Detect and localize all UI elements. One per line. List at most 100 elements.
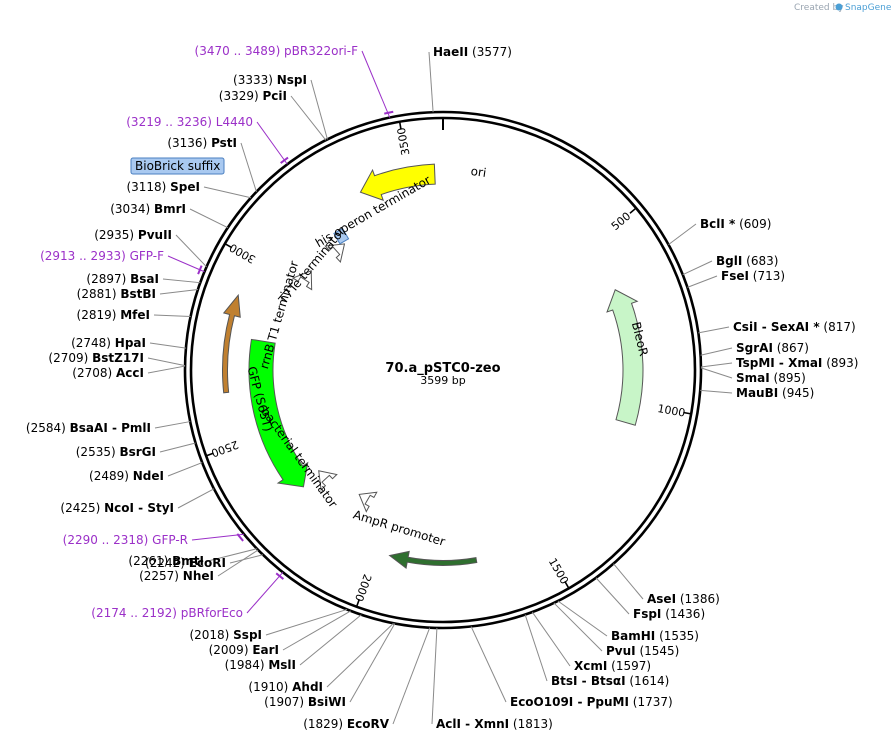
site-bsrgi[interactable]: (2535) BsrGI	[76, 445, 156, 459]
feature-ori[interactable]	[359, 163, 436, 202]
site-ndei[interactable]: (2489) NdeI	[89, 469, 164, 483]
site-leader	[154, 421, 191, 429]
feature-gfp[interactable]	[248, 338, 309, 488]
site-leader	[700, 362, 733, 368]
site-leader	[524, 614, 548, 682]
tick-mark	[564, 580, 570, 589]
primer-leader	[246, 571, 284, 614]
tick-label: 1000	[656, 402, 686, 420]
site-leader	[203, 186, 252, 199]
tick-label: 2000	[352, 572, 374, 603]
ampr-promoter-label: AmpR promoter	[352, 508, 447, 549]
site-leader	[147, 357, 186, 367]
site-leader	[159, 442, 196, 453]
site-bsaai[interactable]: (2584) BsaAI - PmlI	[26, 421, 151, 435]
site-leader	[167, 462, 203, 477]
snapgene-watermark: Created by SnapGene	[794, 3, 892, 13]
site-haeii[interactable]: HaeII (3577)	[433, 45, 512, 59]
site-ecoo109i[interactable]: EcoO109I - PpuMI (1737)	[510, 695, 673, 709]
site-leader	[290, 95, 327, 141]
site-acli[interactable]: AclI - XmnI (1813)	[436, 717, 553, 731]
site-leader	[700, 389, 733, 394]
site-pvuii[interactable]: (2935) PvuII	[94, 228, 172, 242]
site-pcii[interactable]: (3329) PciI	[219, 89, 287, 103]
site-ahdi[interactable]: (1910) AhdI	[248, 680, 323, 694]
feature-his-terminator[interactable]	[324, 243, 346, 263]
site-fsei[interactable]: FseI (713)	[721, 269, 785, 283]
primer-mark	[384, 110, 394, 115]
site-ecori[interactable]: (2242) EcoRI	[145, 556, 226, 570]
site-ecorv[interactable]: (1829) EcoRV	[303, 717, 390, 731]
site-tspmi[interactable]: TspMI - XmaI (893)	[736, 356, 858, 370]
site-leader	[349, 623, 396, 703]
site-asei[interactable]: AseI (1386)	[647, 592, 720, 606]
site-msli[interactable]: (1984) MslI	[225, 658, 296, 672]
site-sspi[interactable]: (2018) SspI	[189, 628, 262, 642]
feature-layer	[222, 163, 644, 569]
site-bstbi[interactable]: (2881) BstBI	[77, 287, 156, 301]
feature-orange-line[interactable]	[222, 293, 241, 394]
site-leader	[700, 367, 733, 379]
site-bcli[interactable]: BclI * (609)	[700, 217, 771, 231]
feature-ori-label: ori	[470, 164, 487, 180]
site-fspi[interactable]: FspI (1436)	[633, 607, 705, 621]
plasmid-length: 3599 bp	[420, 374, 465, 387]
feature-ampr-line[interactable]	[388, 550, 478, 569]
leader-layer	[147, 50, 733, 725]
site-leader	[207, 548, 258, 562]
site-psti[interactable]: (3136) PstI	[167, 136, 237, 150]
site-nspi[interactable]: (3333) NspI	[233, 73, 307, 87]
site-smai[interactable]: SmaI (895)	[736, 371, 806, 385]
tick-mark	[205, 452, 214, 457]
site-leader	[428, 51, 434, 113]
site-pvui[interactable]: PvuI (1545)	[606, 644, 679, 658]
site-leader	[687, 275, 718, 288]
site-leader	[700, 347, 733, 356]
site-btsi[interactable]: BtsI - BtsαI (1614)	[551, 674, 669, 688]
primer-gfpf[interactable]: (2913 .. 2933) GFP-F	[40, 249, 164, 263]
site-nhei[interactable]: (2257) NheI	[139, 569, 214, 583]
feature-bleor[interactable]	[606, 289, 644, 426]
primer-pbrforeco[interactable]: (2174 .. 2192) pBRforEco	[91, 606, 243, 620]
tick-mark	[683, 411, 692, 415]
site-sgrai[interactable]: SgrAI (867)	[736, 341, 809, 355]
site-bmri[interactable]: (3034) BmrI	[110, 202, 186, 216]
primer-mark	[197, 265, 203, 275]
feature-biobrick[interactable]	[333, 227, 350, 245]
site-leader	[177, 488, 215, 509]
site-ncoi[interactable]: (2425) NcoI - StyI	[60, 501, 174, 515]
primer-l4440[interactable]: (3219 .. 3236) L4440	[126, 115, 253, 129]
site-leader	[265, 608, 348, 636]
site-maubi[interactable]: MauBI (945)	[736, 386, 814, 400]
site-bmti[interactable]: (2261) BmtI	[128, 554, 204, 568]
site-spei[interactable]: (3118) SpeI	[126, 180, 200, 194]
site-mfei[interactable]: (2819) MfeI	[77, 308, 150, 322]
primer-gfpr[interactable]: (2290 .. 2318) GFP-R	[63, 533, 188, 547]
watermark-prefix: Created by	[794, 3, 844, 13]
feature-bacterial-terminator[interactable]	[318, 470, 338, 492]
primer-leader	[191, 533, 245, 541]
primer-pbr322ori[interactable]: (3470 .. 3489) pBR322ori-F	[195, 44, 359, 58]
tick-mark	[629, 207, 637, 214]
site-leader	[217, 549, 259, 577]
primer-leader	[256, 121, 288, 165]
feature-t7te-terminator[interactable]	[291, 270, 313, 291]
site-leader	[175, 234, 207, 268]
site-hpai[interactable]: (2748) HpaI	[71, 336, 146, 350]
site-eari[interactable]: (2009) EarI	[209, 643, 279, 657]
site-bsai[interactable]: (2897) BsaI	[86, 272, 159, 286]
site-bamhi[interactable]: BamHI (1535)	[611, 629, 699, 643]
site-bstz17i[interactable]: (2709) BstZ17I	[48, 351, 144, 365]
primer-mark	[236, 533, 244, 542]
biobrick-suffix-label[interactable]: BioBrick suffix	[130, 157, 225, 175]
site-csii[interactable]: CsiI - SexAI * (817)	[733, 320, 856, 334]
site-leader	[531, 611, 571, 667]
site-bgli[interactable]: BglI (683)	[716, 254, 778, 268]
site-bsiwi[interactable]: (1907) BsiWI	[264, 695, 346, 709]
feature-ampr-promoter[interactable]	[358, 491, 378, 513]
tick-label: 3000	[227, 241, 258, 266]
site-xcmi[interactable]: XcmI (1597)	[574, 659, 651, 673]
tick-label: 2500	[209, 438, 240, 460]
site-acci[interactable]: (2708) AccI	[72, 366, 144, 380]
